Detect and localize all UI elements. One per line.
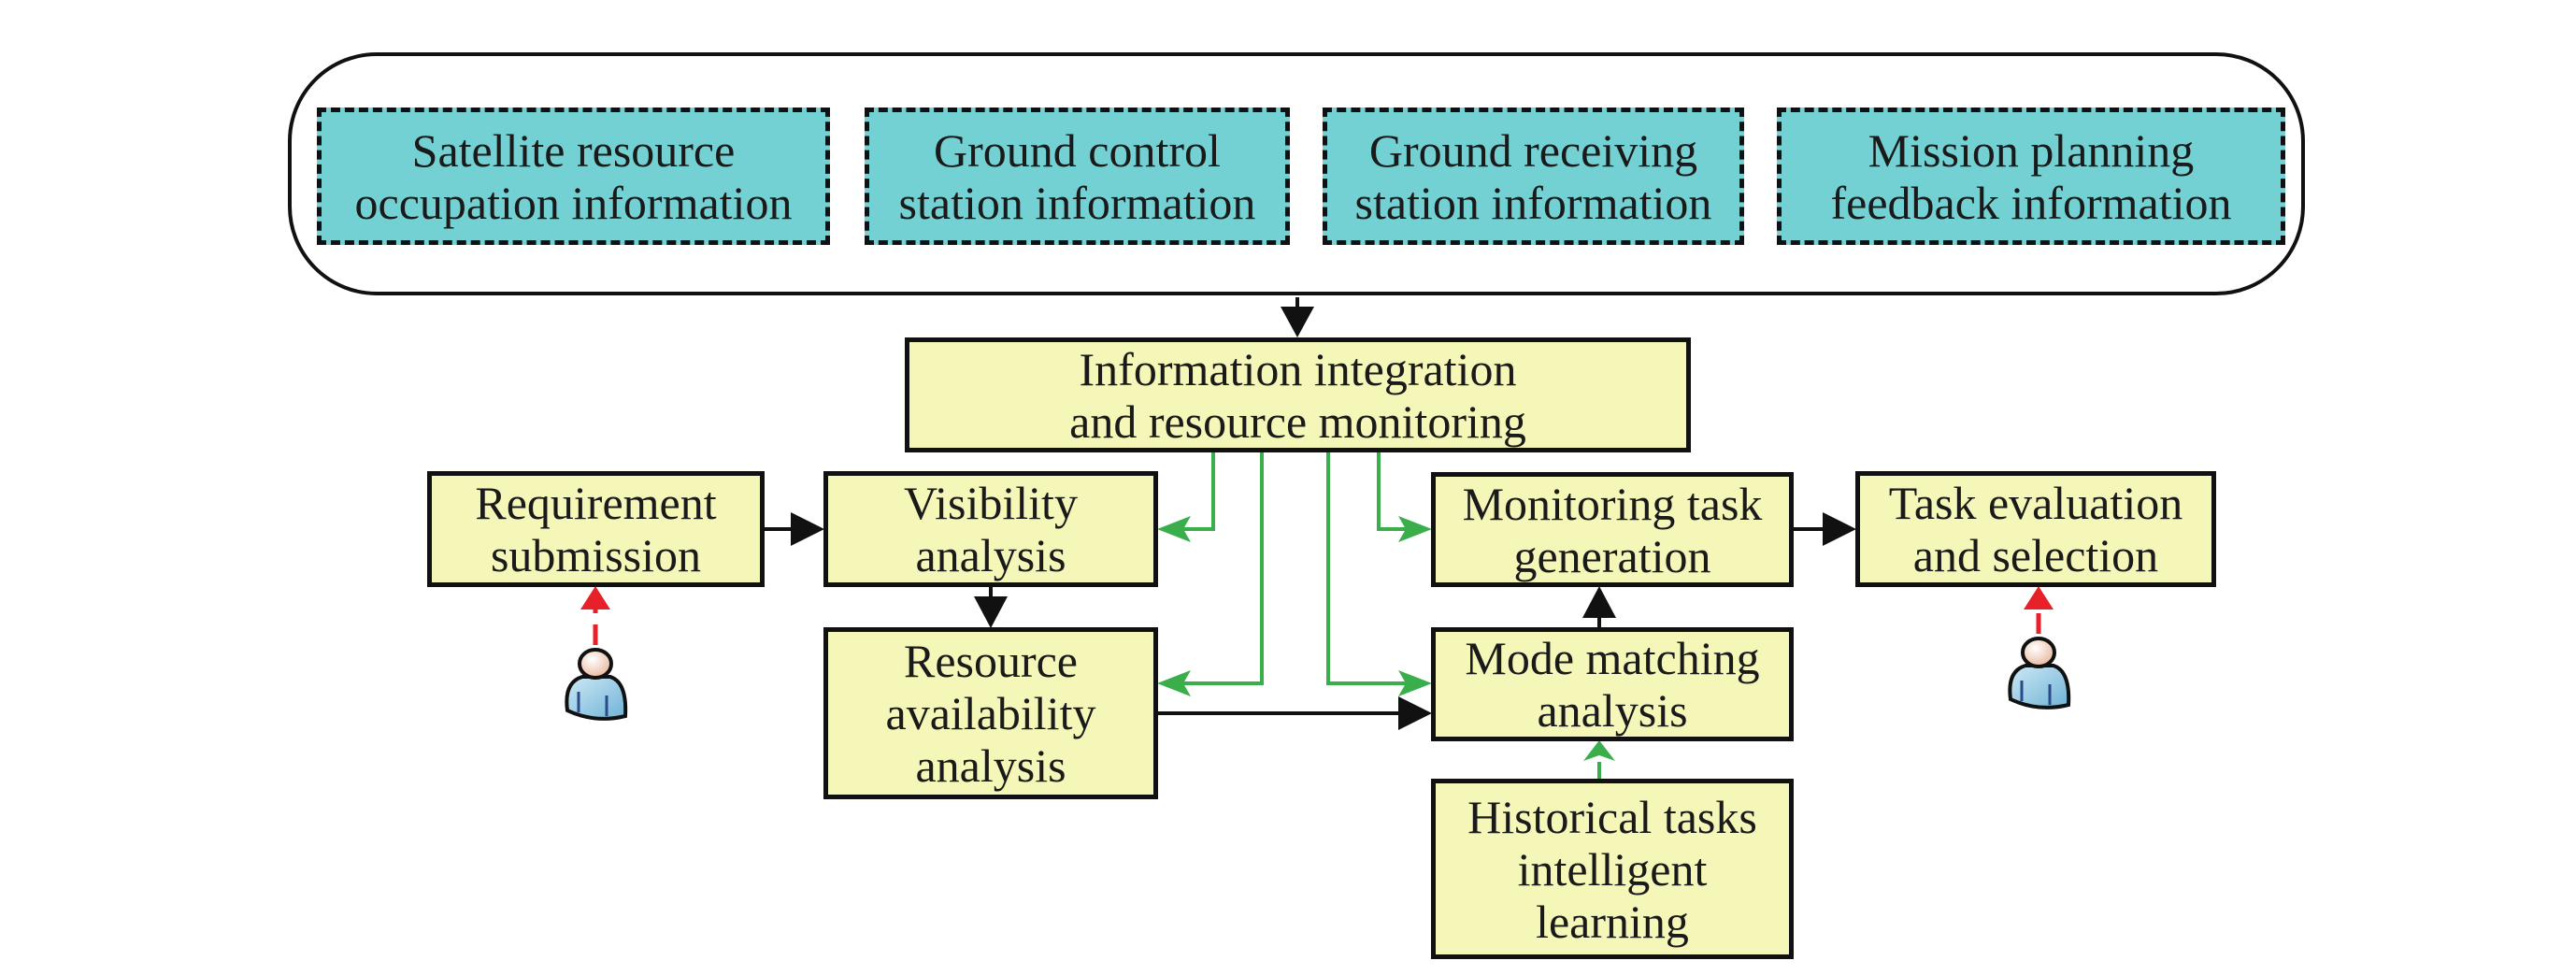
- edge-integration-to-monitoring: [1377, 452, 1407, 531]
- resource-availability-box: Resource availability analysis: [823, 627, 1158, 799]
- ground-receiving-station-box: Ground receiving station information: [1323, 108, 1744, 245]
- edge-user-to-requirement: [580, 586, 610, 645]
- mode-matching-analysis-label: Mode matching analysis: [1465, 632, 1760, 737]
- edge-visibility-to-resource: [974, 586, 1008, 628]
- mission-planning-feedback-box: Mission planning feedback information: [1777, 108, 2285, 245]
- ground-control-station-label: Ground control station information: [898, 123, 1256, 229]
- task-evaluation-selection-box: Task evaluation and selection: [1855, 471, 2216, 587]
- ground-receiving-station-label: Ground receiving station information: [1354, 123, 1712, 229]
- ground-control-station-box: Ground control station information: [865, 108, 1290, 245]
- edge-mode-matching-to-monitoring: [1582, 586, 1616, 628]
- requirement-submission-label: Requirement submission: [475, 477, 717, 581]
- monitoring-task-generation-box: Monitoring task generation: [1431, 472, 1794, 587]
- edge-resource-to-mode-matching: [1158, 696, 1432, 730]
- mission-planning-feedback-label: Mission planning feedback information: [1830, 123, 2232, 229]
- edge-requirement-to-visibility: [764, 512, 824, 546]
- user-icon: [2008, 637, 2071, 710]
- edge-user-to-task-evaluation: [2024, 586, 2054, 634]
- edge-monitoring-to-task-evaluation: [1793, 512, 1856, 546]
- visibility-analysis-label: Visibility analysis: [904, 477, 1078, 581]
- edge-integration-to-mode-matching: [1326, 452, 1407, 685]
- info-integration-label: Information integration and resource mon…: [1069, 342, 1526, 448]
- arrowhead-visibility: [1157, 516, 1191, 542]
- task-evaluation-selection-label: Task evaluation and selection: [1888, 477, 2183, 581]
- historical-tasks-learning-box: Historical tasks intelligent learning: [1431, 779, 1794, 959]
- edge-sources-to-integration: [1281, 297, 1314, 337]
- historical-tasks-learning-label: Historical tasks intelligent learning: [1467, 790, 1757, 948]
- edge-integration-to-resource: [1183, 452, 1264, 685]
- arrowhead-monitoring: [1398, 516, 1432, 542]
- satellite-resource-occupation-box: Satellite resource occupation informatio…: [317, 108, 830, 245]
- arrowhead-resource: [1157, 670, 1191, 696]
- edge-integration-to-visibility: [1183, 452, 1215, 531]
- monitoring-task-generation-label: Monitoring task generation: [1462, 477, 1763, 582]
- information-sources-group: [288, 52, 2305, 295]
- info-integration-box: Information integration and resource mon…: [905, 337, 1691, 452]
- resource-availability-label: Resource availability analysis: [885, 635, 1096, 792]
- visibility-analysis-box: Visibility analysis: [823, 471, 1158, 587]
- arrowhead-mode-matching: [1398, 670, 1432, 696]
- user-icon: [565, 648, 628, 721]
- arrowhead-historical: [1583, 740, 1615, 761]
- mode-matching-analysis-box: Mode matching analysis: [1431, 627, 1794, 741]
- satellite-resource-occupation-label: Satellite resource occupation informatio…: [354, 123, 793, 229]
- requirement-submission-box: Requirement submission: [427, 471, 765, 587]
